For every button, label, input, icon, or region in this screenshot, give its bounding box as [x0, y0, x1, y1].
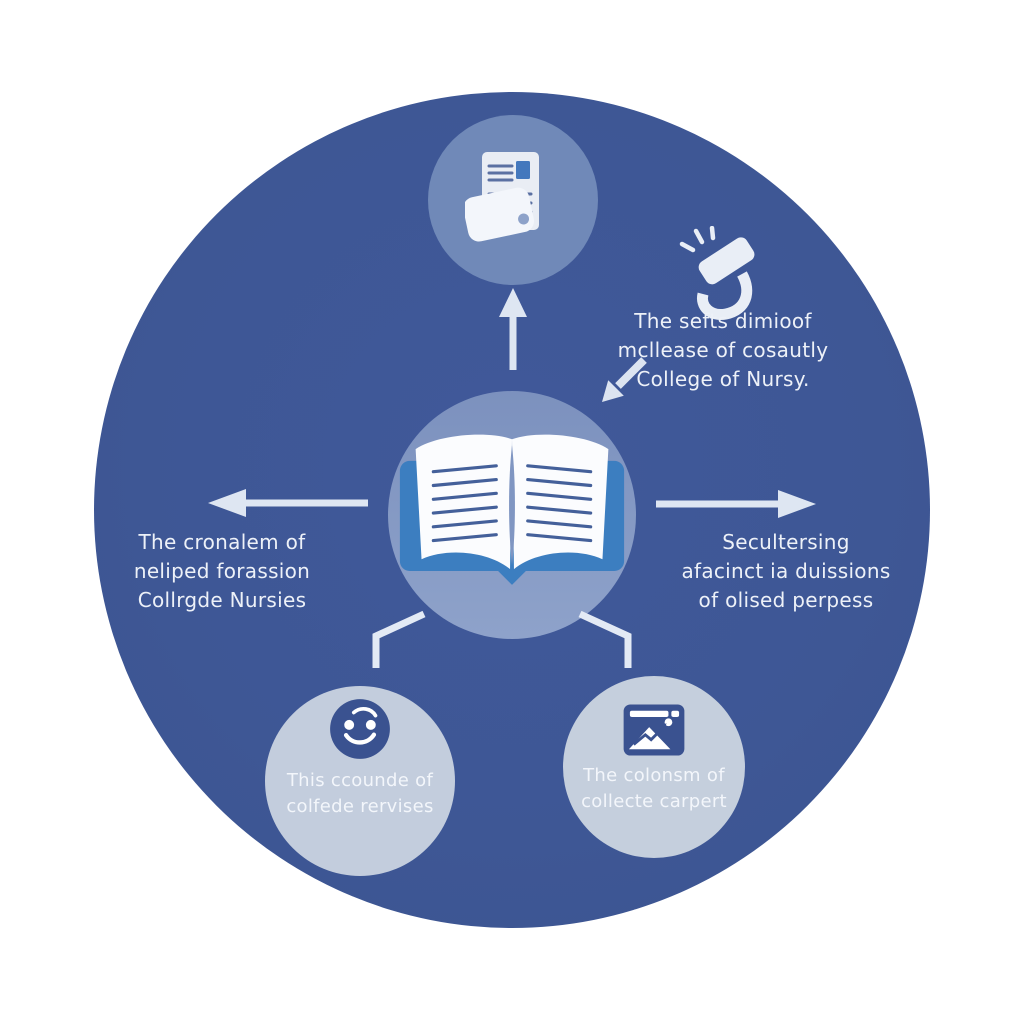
bottom-left-caption: This ccounde of colfede rervises — [286, 768, 433, 820]
note-line: Collrgde Nursies — [137, 588, 307, 612]
bottom-right-caption: The colonsm of collecte carpert — [581, 763, 727, 815]
smiley-face-icon — [330, 699, 390, 759]
note-line: The sefts dimioof — [634, 309, 812, 333]
top-right-note: The sefts dimioof mcllease of cosautly C… — [608, 307, 838, 394]
connector-elbow-left — [372, 610, 426, 668]
note-line: College of Nursy. — [636, 367, 810, 391]
caption-line: collecte carpert — [581, 791, 727, 812]
arrow-left-icon — [208, 489, 368, 517]
note-line: The cronalem of — [138, 530, 306, 554]
arrow-right-icon — [656, 490, 816, 518]
caption-line: This ccounde of — [286, 770, 434, 791]
note-line: of olised perpess — [698, 588, 874, 612]
note-line: Secultersing — [722, 530, 850, 554]
left-note: The cronalem of neliped forassion Collrg… — [108, 528, 336, 615]
bottom-right-node: The colonsm of collecte carpert — [563, 676, 745, 858]
connector-elbow-right — [578, 610, 632, 668]
chart-image-icon — [623, 704, 685, 756]
note-line: neliped forassion — [133, 559, 311, 583]
arrow-down-left-icon — [602, 357, 647, 402]
open-book-icon — [399, 434, 625, 585]
top-node — [428, 115, 598, 285]
right-note: Secultersing afacinct ia duissions of ol… — [666, 528, 906, 615]
megaphone-icon — [679, 226, 755, 320]
caption-line: The colonsm of — [583, 765, 725, 786]
caption-line: colfede rervises — [286, 796, 434, 817]
arrow-up-icon — [499, 288, 527, 370]
note-line: mcllease of cosautly — [617, 338, 829, 362]
bottom-left-node: This ccounde of colfede rervises — [265, 686, 455, 876]
note-line: afacinct ia duissions — [681, 559, 891, 583]
document-output-icon — [465, 152, 539, 242]
center-node — [388, 391, 636, 639]
